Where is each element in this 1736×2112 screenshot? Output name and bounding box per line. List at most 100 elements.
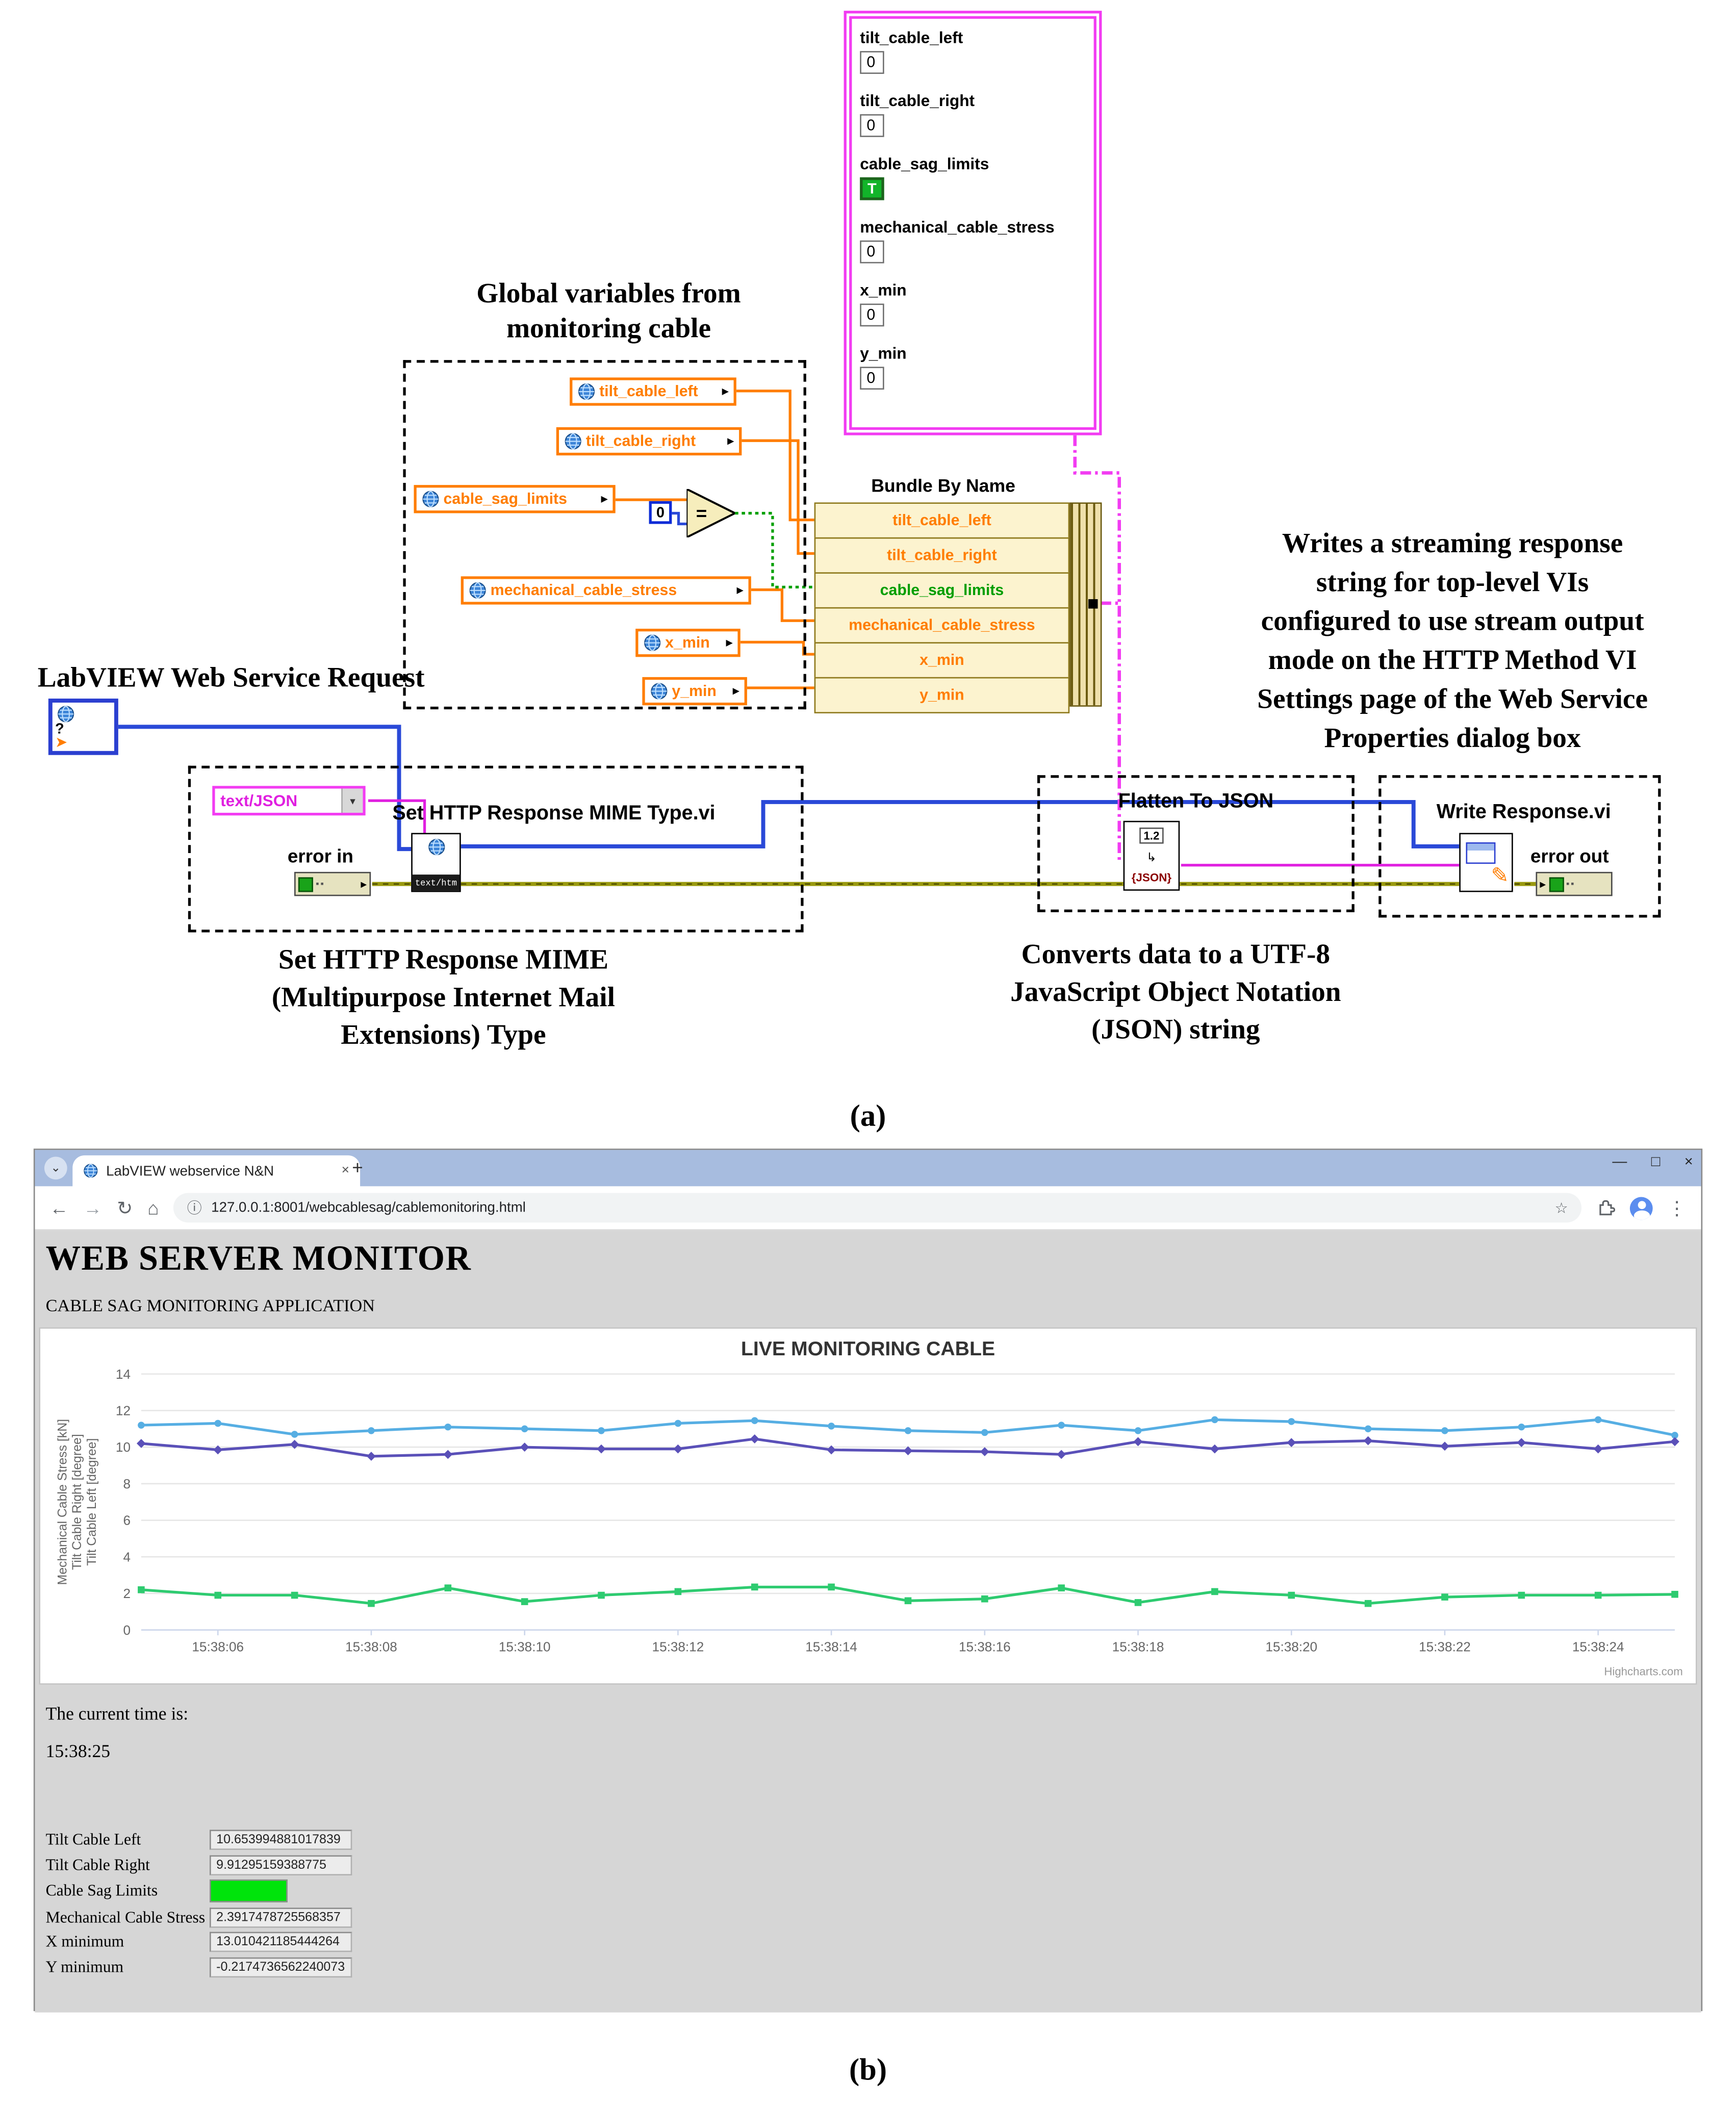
svg-text:15:38:14: 15:38:14 [805, 1639, 857, 1655]
home-button[interactable]: ⌂ [147, 1197, 159, 1219]
set-mime-vi-icon: text/htm [411, 833, 461, 892]
numeric-indicator: 0 [860, 114, 884, 137]
svg-text:15:38:18: 15:38:18 [1112, 1639, 1164, 1655]
bundle-row: y_min [814, 677, 1070, 714]
globe-icon [650, 682, 668, 700]
maximize-button[interactable]: □ [1651, 1154, 1661, 1170]
bookmark-star-icon[interactable]: ☆ [1554, 1200, 1568, 1217]
mime-caption: Set HTTP Response MIME (Multipurpose Int… [271, 943, 615, 1051]
web-service-request-label: LabVIEW Web Service Request [37, 661, 425, 693]
write-response-title: Write Response.vi [1436, 801, 1611, 824]
field-row: X minimum 13.010421185444264 [46, 1931, 352, 1952]
indicator-label: cable_sag_limits [860, 154, 989, 173]
json-caption: Converts data to a UTF-8 JavaScript Obje… [1010, 938, 1341, 1045]
svg-text:15:38:20: 15:38:20 [1265, 1639, 1317, 1655]
browser-tab[interactable]: LabVIEW webservice N&N × [72, 1155, 361, 1187]
table-glyph [1466, 842, 1496, 864]
field-label: Cable Sag Limits [45, 1881, 158, 1900]
globe-icon [565, 432, 582, 450]
svg-text:4: 4 [123, 1549, 131, 1564]
globals-dashed-box [403, 360, 806, 710]
web-service-request-icon: ? ➤ [48, 699, 118, 755]
cluster-dots: ▪▪ [1566, 879, 1576, 889]
globe-icon [469, 582, 487, 599]
cluster-item: x_min 0 [860, 279, 1086, 327]
field-label: Tilt Cable Right [45, 1855, 150, 1874]
cable-sag-led [210, 1879, 288, 1902]
address-bar[interactable]: ⓘ 127.0.0.1:8001/webcablesag/cablemonito… [173, 1193, 1582, 1223]
page-title: WEB SERVER MONITOR [45, 1239, 472, 1278]
subfigure-label-b: (b) [849, 2052, 887, 2087]
svg-text:Tilt Cable Left [degree]: Tilt Cable Left [degree] [85, 1438, 99, 1566]
error-in-label: error in [287, 845, 353, 867]
svg-text:Highcharts.com: Highcharts.com [1604, 1665, 1682, 1678]
write-response-dashed-box [1378, 775, 1661, 918]
indicator-label: tilt_cable_left [860, 28, 963, 47]
mime-type-value: text/JSON [220, 791, 298, 810]
bundle-row: mechanical_cable_stress [814, 607, 1070, 644]
globe-icon [422, 491, 439, 508]
svg-text:14: 14 [116, 1367, 131, 1382]
equal-comparison-node: = [686, 489, 735, 537]
close-button[interactable]: × [1684, 1154, 1693, 1170]
terminal-arrow-icon: ▸ [733, 684, 739, 698]
field-row: Cable Sag Limits [46, 1879, 352, 1902]
reload-button[interactable]: ↻ [117, 1197, 133, 1219]
bundle-output-bar [1069, 502, 1102, 707]
current-time-value: 15:38:25 [45, 1741, 111, 1762]
svg-text:6: 6 [123, 1513, 131, 1528]
current-time-label: The current time is: [45, 1703, 189, 1724]
flatten-to-json-title: Flatten To JSON [1118, 790, 1274, 813]
equal-sign: = [696, 503, 707, 524]
numeric-constant-zero: 0 [649, 501, 672, 524]
global-label: cable_sag_limits [443, 491, 568, 507]
menu-kebab-icon[interactable]: ⋮ [1667, 1197, 1687, 1219]
tab-title: LabVIEW webservice N&N [106, 1163, 274, 1179]
svg-text:15:38:16: 15:38:16 [959, 1639, 1011, 1655]
svg-text:15:38:10: 15:38:10 [499, 1639, 551, 1655]
terminal-arrow-icon: ▸ [601, 492, 607, 505]
globe-icon [425, 838, 447, 856]
global-label: mechanical_cable_stress [490, 582, 677, 599]
cluster-item: y_min 0 [860, 343, 1086, 390]
cluster-item: mechanical_cable_stress 0 [860, 216, 1086, 264]
browser-window: ⌄ LabVIEW webservice N&N × + — □ × ← → ↻… [33, 1148, 1703, 2013]
global-label: y_min [672, 683, 717, 700]
flatten-icon-json: {JSON} [1131, 871, 1172, 885]
numeric-indicator: 0 [860, 303, 884, 327]
flatten-icon-number: 1.2 [1139, 827, 1164, 843]
global-label: x_min [665, 634, 710, 651]
bundle-row: cable_sag_limits [814, 572, 1070, 609]
minimize-button[interactable]: — [1612, 1154, 1627, 1170]
site-info-icon[interactable]: ⓘ [187, 1201, 202, 1218]
cluster-item: tilt_cable_right 0 [860, 90, 1086, 137]
global-variable-tilt-cable-left: tilt_cable_left ▸ [570, 377, 736, 406]
extensions-icon[interactable] [1596, 1198, 1615, 1217]
svg-text:15:38:24: 15:38:24 [1572, 1639, 1624, 1655]
boolean-square [1548, 877, 1564, 892]
global-variable-cable-sag-limits: cable_sag_limits ▸ [414, 485, 616, 513]
flatten-to-json-icon: 1.2 ↳ {JSON} [1123, 820, 1180, 891]
terminal-arrow-icon: ▸ [361, 877, 367, 890]
profile-avatar[interactable] [1629, 1196, 1653, 1219]
mime-icon-text: text/htm [412, 874, 460, 891]
tab-close-icon[interactable]: × [341, 1163, 350, 1178]
numeric-indicator: 0 [860, 240, 884, 264]
globe-icon [55, 705, 76, 723]
forward-button[interactable]: → [83, 1197, 103, 1219]
tab-search-chevron-icon[interactable]: ⌄ [44, 1156, 67, 1180]
global-variable-y-min: y_min ▸ [642, 677, 747, 706]
down-arrow-icon: ↳ [1146, 850, 1157, 864]
back-button[interactable]: ← [49, 1197, 69, 1219]
numeric-indicator: 0 [860, 367, 884, 390]
new-tab-button[interactable]: + [352, 1156, 363, 1178]
global-variable-mechanical-cable-stress: mechanical_cable_stress ▸ [461, 576, 751, 605]
terminal-arrow-icon: ▸ [726, 635, 732, 649]
indicator-label: mechanical_cable_stress [860, 217, 1055, 237]
bundle-by-name-node: tilt_cable_left tilt_cable_right cable_s… [814, 502, 1102, 714]
labview-block-diagram: tilt_cable_left 0 tilt_cable_right 0 cab… [37, 11, 1661, 1051]
field-value: 9.91295159388775 [210, 1855, 352, 1875]
indicator-label: y_min [860, 344, 907, 363]
